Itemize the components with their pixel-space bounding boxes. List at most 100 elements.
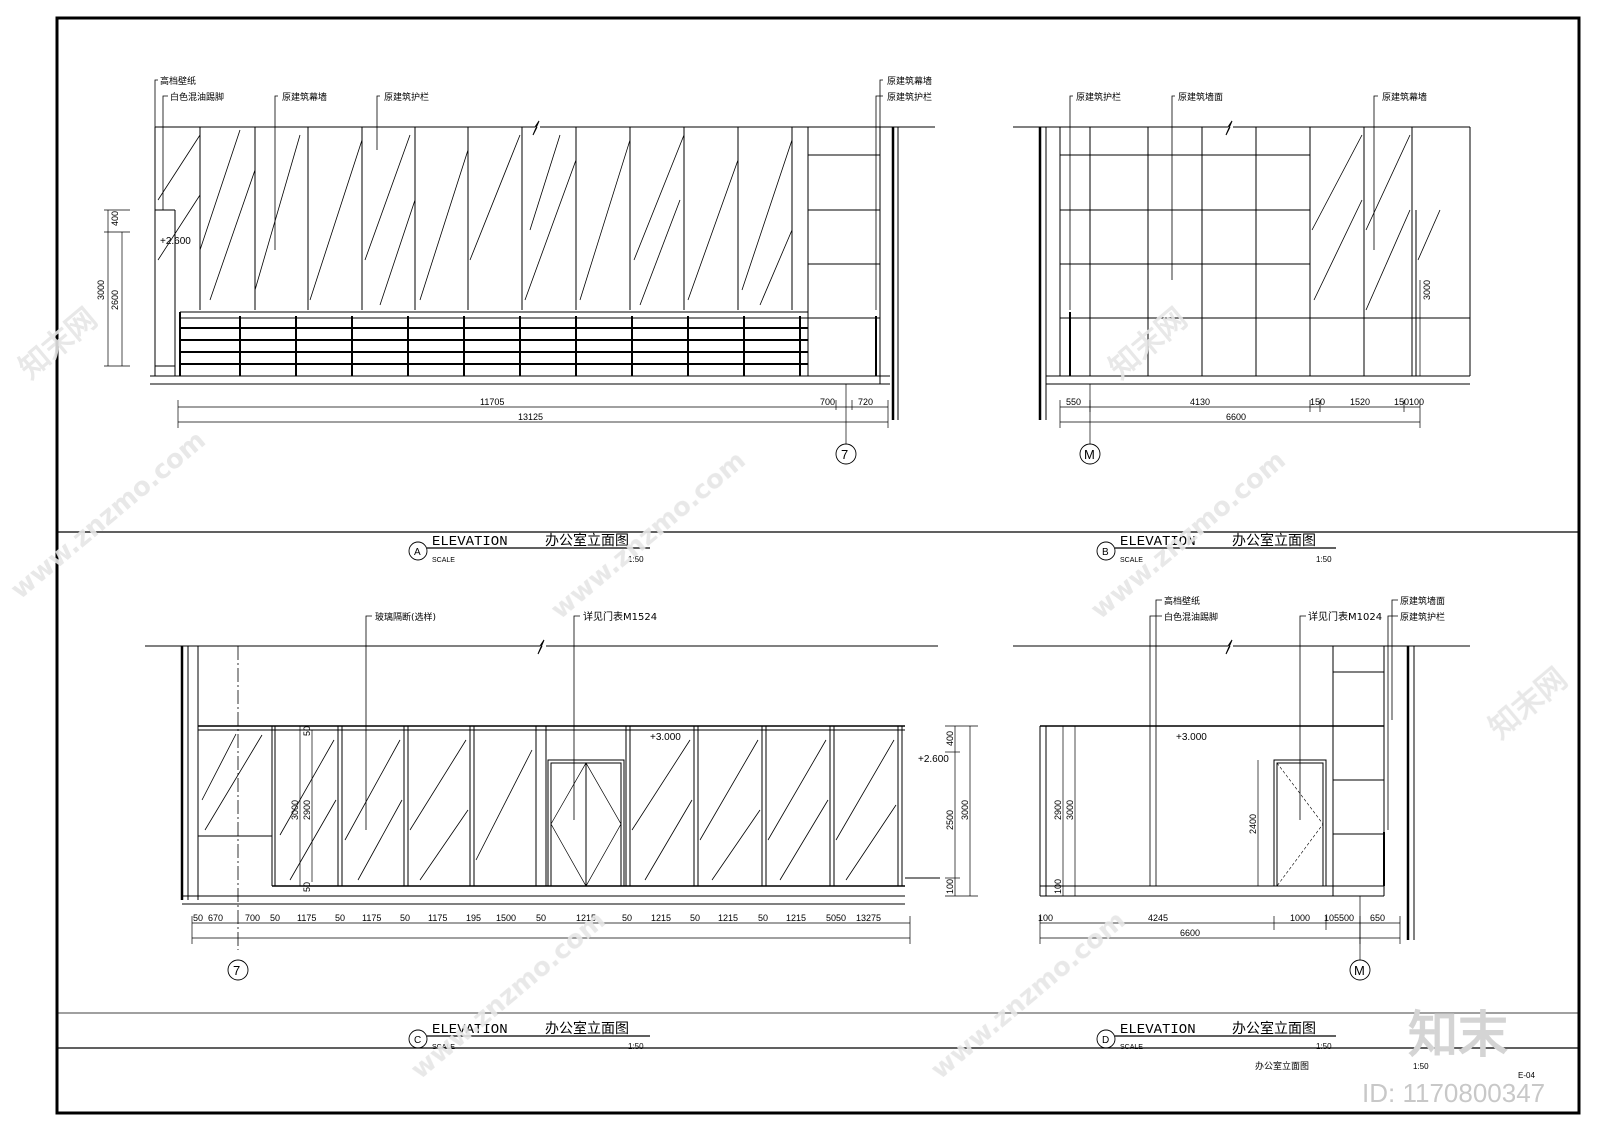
- title-strip: 办公室立面图 1:50 E-04: [1255, 1060, 1535, 1080]
- dim-c-h-10: 195: [466, 913, 481, 923]
- annotation-d-2: 白色混油踢脚: [1164, 611, 1218, 623]
- view-label-b: ELEVATION: [1120, 534, 1196, 550]
- dim-c-h-18: 50: [758, 913, 768, 923]
- dim-c-vr-3000: 3000: [960, 800, 970, 820]
- dim-b-h-550: 550: [1066, 397, 1081, 407]
- dim-a-h-720: 720: [858, 397, 873, 407]
- dim-c-h-3: 700: [245, 913, 260, 923]
- view-scale-c: 1:50: [628, 1042, 644, 1051]
- watermark-id: ID: 1170800347: [1362, 1078, 1545, 1108]
- view-title-b: 办公室立面图: [1232, 532, 1316, 549]
- dim-c-vr-100: 100: [945, 879, 955, 894]
- watermark-layer: www.znzmo.com www.znzmo.com www.znzmo.co…: [5, 301, 1574, 1085]
- view-title-a: 办公室立面图: [545, 532, 629, 549]
- dim-c-h-11: 1500: [496, 913, 516, 923]
- dim-c-vl-50b: 50: [302, 882, 312, 892]
- watermark-logo: 知末: [1408, 1006, 1508, 1064]
- sheet-scale: 1:50: [1413, 1062, 1429, 1071]
- annotation-c-2: 详见门表M1524: [583, 610, 657, 623]
- dim-d-h-105500: 105500: [1324, 913, 1354, 923]
- dim-c-vr-2500: 2500: [945, 810, 955, 830]
- annotation-b-3: 原建筑幕墙: [1382, 91, 1427, 103]
- view-title-d: 办公室立面图: [1232, 1020, 1316, 1037]
- grid-bubble-a: 7: [841, 447, 848, 462]
- dim-b-h-6600: 6600: [1226, 412, 1246, 422]
- view-scale-word-d: SCALE: [1120, 1044, 1143, 1051]
- dim-a-h-11705: 11705: [480, 397, 504, 407]
- dim-a-v-2600: 2600: [110, 290, 120, 310]
- view-label-d: ELEVATION: [1120, 1022, 1196, 1038]
- dim-c-vr-400: 400: [945, 731, 955, 746]
- dim-c-vl-3000: 3000: [290, 800, 300, 820]
- annotation-d-4: 原建筑墙面: [1400, 595, 1445, 607]
- dim-d-v-100: 100: [1053, 879, 1063, 894]
- level-c-1: +3.000: [650, 732, 681, 743]
- view-scale-b: 1:50: [1316, 555, 1332, 564]
- annotation-c-1: 玻璃隔断(选样): [375, 611, 436, 623]
- view-title-c: 办公室立面图: [545, 1020, 629, 1037]
- annotation-d-3: 详见门表M1024: [1308, 610, 1382, 623]
- annotation-a-5: 原建筑幕墙: [887, 75, 932, 87]
- dim-c-h-2: 670: [208, 913, 223, 923]
- level-a: +2.600: [160, 236, 191, 247]
- dim-c-h-1: 50: [193, 913, 203, 923]
- dim-d-v-2400: 2400: [1248, 814, 1258, 834]
- dim-c-h-15: 1215: [651, 913, 671, 923]
- annotation-a-6: 原建筑护栏: [887, 91, 932, 103]
- annotation-d-5: 原建筑护栏: [1400, 611, 1445, 623]
- annotation-a-3: 原建筑幕墙: [282, 91, 327, 103]
- dim-d-h-100: 100: [1038, 913, 1053, 923]
- dim-c-vl-50a: 50: [302, 726, 312, 736]
- dim-b-h-4130: 4130: [1190, 397, 1210, 407]
- dim-b-h-150100: 150100: [1394, 397, 1424, 407]
- sheet-border: [55, 16, 1581, 1115]
- watermark-site-1: www.znzmo.com: [5, 425, 211, 605]
- level-c-2: +2.600: [918, 754, 949, 765]
- dim-c-vl-2900: 2900: [302, 800, 312, 820]
- dim-a-v-3000: 3000: [96, 280, 106, 300]
- dim-d-h-650: 650: [1370, 913, 1385, 923]
- grid-bubble-b: M: [1084, 447, 1095, 462]
- elevation-c: 玻璃隔断(选样) 详见门表M1524 +3.000 +2.600 50 3000…: [145, 610, 978, 1051]
- dim-b-v-3000: 3000: [1422, 280, 1432, 300]
- dim-d-v-3000: 3000: [1065, 800, 1075, 820]
- view-label-c: ELEVATION: [432, 1022, 508, 1038]
- dim-c-h-6: 50: [335, 913, 345, 923]
- dim-c-h-14: 50: [622, 913, 632, 923]
- annotation-b-2: 原建筑墙面: [1178, 91, 1223, 103]
- dim-d-h-4245: 4245: [1148, 913, 1168, 923]
- view-scale-a: 1:50: [628, 555, 644, 564]
- dim-d-h-1000: 1000: [1290, 913, 1310, 923]
- dim-c-h-5: 1175: [297, 913, 316, 923]
- dim-b-h-1520: 1520: [1350, 397, 1370, 407]
- sheet-number: E-04: [1518, 1071, 1535, 1080]
- grid-bubble-d: M: [1354, 963, 1365, 978]
- sheet-title: 办公室立面图: [1255, 1060, 1309, 1072]
- dim-d-v-2900: 2900: [1053, 800, 1063, 820]
- dim-c-h-7: 1175: [362, 913, 381, 923]
- view-scale-word-c: SCALE: [432, 1044, 455, 1051]
- watermark-site-4: www.znzmo.com: [405, 905, 611, 1085]
- annotation-a-2: 白色混油踢脚: [170, 91, 224, 103]
- view-scale-word-b: SCALE: [1120, 557, 1143, 564]
- dim-a-h-700: 700: [820, 397, 835, 407]
- grid-bubble-c: 7: [233, 963, 240, 978]
- watermark-brand-3: 知末网: [1483, 661, 1574, 746]
- watermark-site-5: www.znzmo.com: [925, 905, 1131, 1085]
- dim-c-h-21: 13275: [856, 913, 881, 923]
- view-label-a: ELEVATION: [432, 534, 508, 550]
- view-scale-word-a: SCALE: [432, 557, 455, 564]
- view-letter-c: C: [414, 1035, 421, 1046]
- dim-c-h-13: 1215: [576, 913, 596, 923]
- dim-c-h-8: 50: [400, 913, 410, 923]
- view-letter-d: D: [1102, 1035, 1109, 1046]
- level-d: +3.000: [1176, 732, 1207, 743]
- dim-c-h-20: 5050: [826, 913, 846, 923]
- elevation-d: 高档壁纸 白色混油踢脚 详见门表M1024 原建筑墙面 原建筑护栏 +3.000…: [1013, 595, 1470, 1051]
- dim-c-h-19: 1215: [786, 913, 806, 923]
- annotation-b-1: 原建筑护栏: [1076, 91, 1121, 103]
- dim-c-h-17: 1215: [718, 913, 738, 923]
- view-letter-b: B: [1102, 547, 1109, 558]
- view-scale-d: 1:50: [1316, 1042, 1332, 1051]
